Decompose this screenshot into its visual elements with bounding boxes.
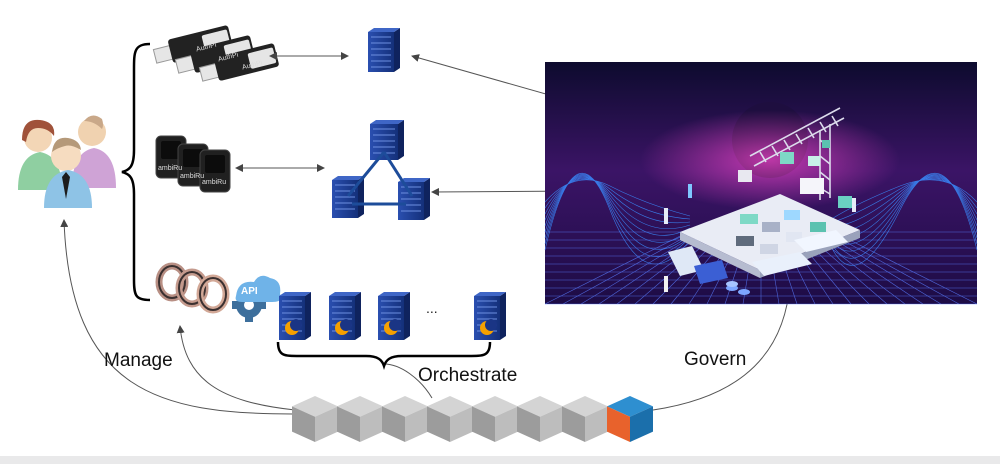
server-icon bbox=[329, 292, 361, 340]
wallet-brand-1: ambiRu bbox=[158, 165, 183, 172]
blockchain-cube-icon bbox=[292, 396, 338, 442]
blockchain-cube-icon bbox=[472, 396, 518, 442]
server-icon bbox=[398, 178, 430, 220]
orchestrate-brace bbox=[276, 341, 492, 370]
blockchain-cube-icon bbox=[607, 396, 653, 442]
blockchain bbox=[292, 396, 653, 442]
api-label: API bbox=[241, 286, 258, 297]
server-icon bbox=[332, 176, 364, 218]
usb-key-icon bbox=[152, 25, 279, 82]
blockchain-cube-icon bbox=[427, 396, 473, 442]
server-icon bbox=[368, 28, 400, 72]
govern-label: Govern bbox=[684, 349, 747, 370]
metaverse-construction-image bbox=[544, 62, 978, 305]
wallet-device-icon bbox=[155, 135, 231, 193]
blockchain-cube-icon bbox=[517, 396, 563, 442]
blockchain-cube-icon bbox=[337, 396, 383, 442]
blockchain-cube-icon bbox=[562, 396, 608, 442]
smart-ring-icon bbox=[155, 262, 230, 314]
manage-label: Manage bbox=[104, 350, 173, 371]
server-network-links bbox=[346, 151, 414, 206]
api-gear-icon bbox=[232, 275, 281, 322]
server-icon bbox=[279, 292, 311, 340]
wallet-brand-2: ambiRu bbox=[180, 173, 205, 180]
wallet-brand-3: ambiRu bbox=[202, 179, 227, 186]
bottom-strip bbox=[0, 456, 1000, 464]
server-icon bbox=[474, 292, 506, 340]
orchestrate-label: Orchestrate bbox=[418, 365, 518, 386]
server-icon bbox=[378, 292, 410, 340]
blockchain-cube-icon bbox=[382, 396, 428, 442]
people-icon bbox=[18, 115, 116, 208]
more-servers-ellipsis: ... bbox=[426, 300, 438, 316]
grouping-brace bbox=[121, 42, 151, 302]
